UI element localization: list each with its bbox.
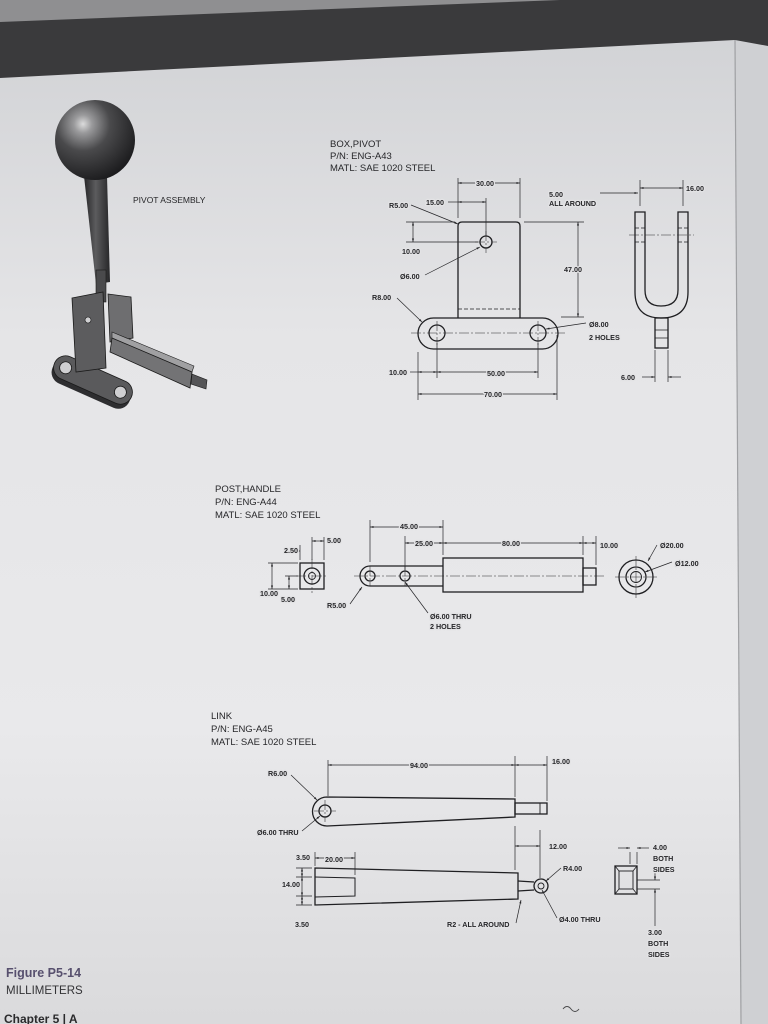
link-top-view — [311, 796, 548, 827]
link-dimension-labels: R6.00 94.00 16.00 Ø6.00 THRU 12.00 3.50 … — [256, 756, 676, 961]
dimension-label: 5.00 — [327, 536, 341, 545]
box-pivot-part-number: P/N: ENG-A43 — [330, 151, 392, 162]
pen-mark — [562, 1006, 580, 1012]
dimension-label: 5.00 — [281, 595, 295, 604]
link-material: MATL: SAE 1020 STEEL — [211, 737, 316, 748]
dimension-label: 30.00 — [476, 179, 494, 188]
dimension-label: 80.00 — [502, 539, 520, 548]
dimension-note: SIDES — [653, 865, 675, 874]
dimension-label: 20.00 — [325, 855, 343, 864]
box-pivot-front-view — [411, 221, 566, 350]
dimension-note: 2 HOLES — [430, 622, 461, 631]
box-pivot-dimension-lines — [396, 178, 684, 400]
dimension-label: 3.50 — [296, 853, 310, 862]
dimension-label: Ø4.00 THRU — [559, 915, 601, 924]
link-title: LINK — [211, 711, 233, 722]
post-handle-part-number: P/N: ENG-A44 — [215, 497, 277, 508]
link-drawing: LINK P/N: ENG-A45 MATL: SAE 1020 STEEL — [211, 711, 676, 961]
dimension-label: R5.00 — [389, 201, 408, 210]
dimension-label: 15.00 — [426, 198, 444, 207]
dimension-label: 3.00 — [648, 928, 662, 937]
fork-plate-back — [107, 293, 134, 343]
dimension-label: 3.50 — [295, 920, 309, 929]
dimension-label: 10.00 — [260, 589, 278, 598]
dimension-label: 25.00 — [415, 539, 433, 548]
dimension-label: 94.00 — [410, 761, 428, 770]
dimension-note: BOTH — [653, 854, 673, 863]
next-page-edge — [735, 40, 768, 1024]
dimension-label: 10.00 — [389, 368, 407, 377]
dimension-label: Ø6.00 THRU — [257, 828, 299, 837]
post-arm-tip — [190, 373, 208, 390]
dimension-label: R4.00 — [563, 864, 582, 873]
pivot-assembly-label: PIVOT ASSEMBLY — [133, 195, 206, 205]
dimension-label: R5.00 — [327, 601, 346, 610]
dimension-label: R2 - ALL AROUND — [447, 920, 509, 929]
handle-ball — [55, 100, 135, 180]
dimension-label: 12.00 — [549, 842, 567, 851]
figure-number: Figure P5-14 — [6, 966, 81, 980]
post-handle-front-view — [354, 557, 606, 593]
post-handle-right-view — [615, 556, 657, 598]
post-handle-title: POST,HANDLE — [215, 484, 281, 495]
dimension-note: SIDES — [648, 950, 670, 959]
figure-units: MILLIMETERS — [6, 985, 83, 997]
dimension-label: 6.00 — [621, 373, 635, 382]
dimension-label: Ø12.00 — [675, 559, 699, 568]
dimension-label: 70.00 — [484, 390, 502, 399]
post-handle-material: MATL: SAE 1020 STEEL — [215, 510, 320, 521]
dimension-label: R6.00 — [268, 769, 287, 778]
dimension-label: Ø8.00 — [589, 320, 609, 329]
dimension-label: 45.00 — [400, 522, 418, 531]
post-handle-drawing: POST,HANDLE P/N: ENG-A44 MATL: SAE 1020 … — [215, 484, 700, 633]
dimension-label: 10.00 — [402, 247, 420, 256]
box-pivot-side-view — [629, 211, 694, 349]
dimension-label: Ø6.00 THRU — [430, 612, 472, 621]
pivot-assembly-illustration: PIVOT ASSEMBLY — [51, 100, 208, 409]
base-slot-plate — [51, 355, 133, 409]
dimension-label: Ø20.00 — [660, 541, 684, 550]
page-sheet — [0, 40, 741, 1024]
dimension-label: 50.00 — [487, 369, 505, 378]
dimension-label: 2.50 — [284, 546, 298, 555]
link-dimension-lines — [290, 756, 660, 926]
dimension-label: 47.00 — [564, 265, 582, 274]
dimension-label: 10.00 — [600, 541, 618, 550]
dimension-label: 5.00 — [549, 190, 563, 199]
link-bottom-view — [314, 867, 549, 906]
box-pivot-drawing: BOX,PIVOT P/N: ENG-A43 MATL: SAE 1020 ST… — [330, 139, 706, 401]
dimension-label: 4.00 — [653, 843, 667, 852]
post-handle-dimension-labels: 5.00 2.50 10.00 5.00 R5.00 45.00 25.00 8… — [259, 521, 700, 633]
box-pivot-material: MATL: SAE 1020 STEEL — [330, 163, 435, 174]
dimension-note: BOTH — [648, 939, 668, 948]
dimension-note: 2 HOLES — [589, 333, 620, 342]
link-part-number: P/N: ENG-A45 — [211, 724, 273, 735]
post-handle-dimension-lines — [268, 520, 673, 614]
post-handle-end-view — [296, 559, 328, 593]
box-pivot-dimension-labels: 30.00 15.00 R5.00 5.00 ALL AROUND 16.00 … — [371, 178, 706, 401]
dimension-label: 16.00 — [686, 184, 704, 193]
fork-plate-front — [71, 291, 107, 373]
post-arm-side — [109, 337, 193, 389]
chapter-footer: Chapter 5 | A — [4, 1012, 78, 1024]
dimension-label: 14.00 — [282, 880, 300, 889]
box-pivot-title: BOX,PIVOT — [330, 139, 381, 150]
dimension-label: Ø6.00 — [400, 272, 420, 281]
dimension-label: R8.00 — [372, 293, 391, 302]
dimension-label: 16.00 — [552, 757, 570, 766]
dimension-note: ALL AROUND — [549, 199, 596, 208]
handle-grip — [84, 176, 110, 284]
